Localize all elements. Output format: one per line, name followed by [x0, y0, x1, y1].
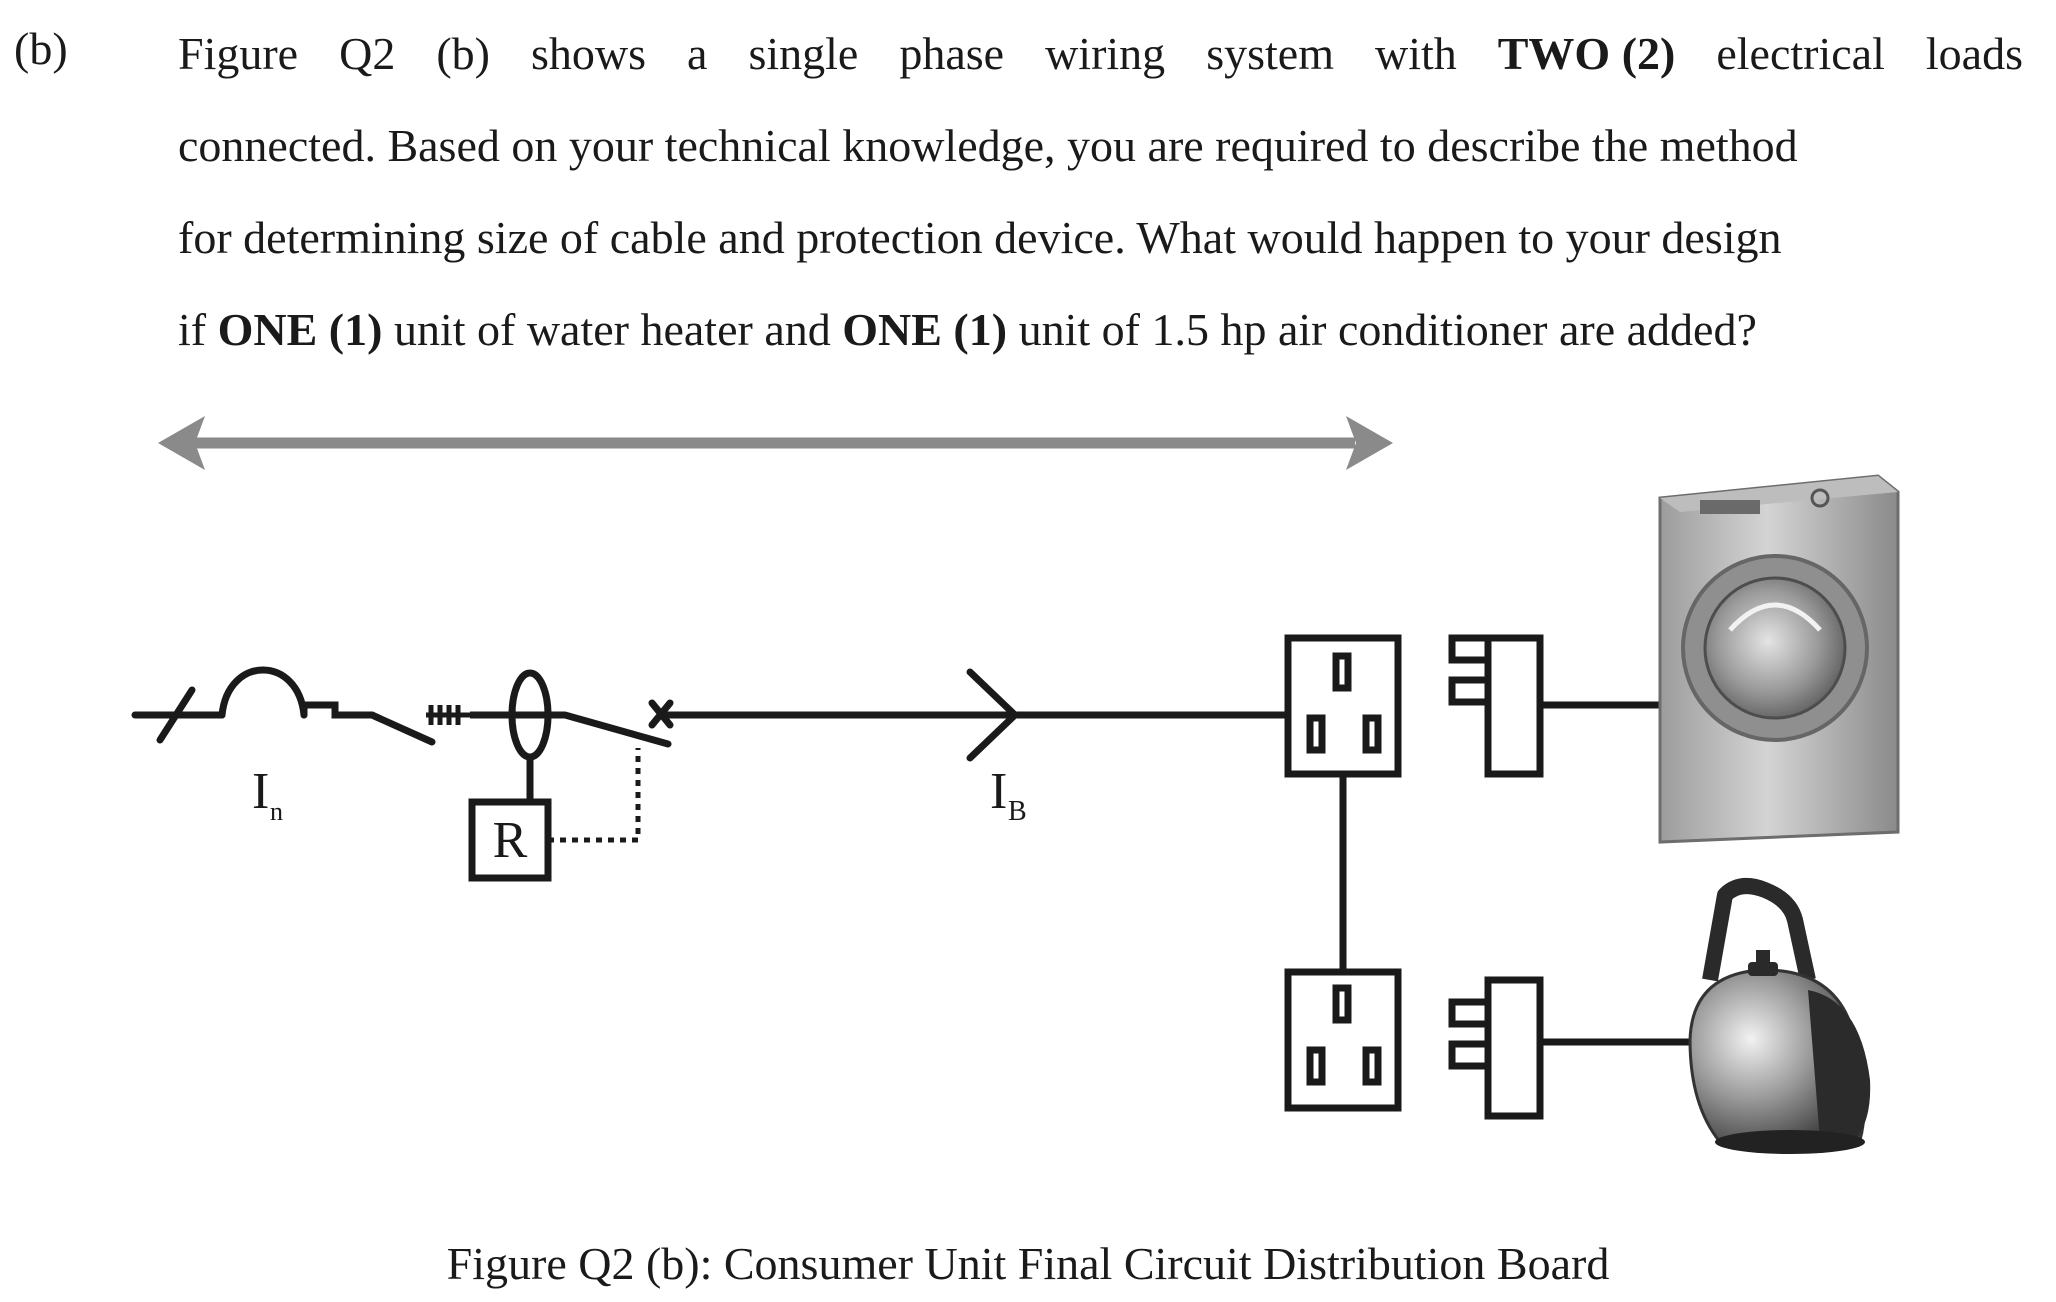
question-line-4: if ONE (1) unit of water heater and ONE … [178, 304, 1757, 355]
washing-machine-icon [1658, 474, 1900, 844]
trip-link [548, 748, 641, 843]
plug-2 [1448, 976, 1690, 1120]
supply-and-fuse [131, 666, 436, 746]
question-line-1: Figure Q2 (b) shows a single phase wirin… [178, 16, 2023, 108]
figure-caption: Figure Q2 (b): Consumer Unit Final Circu… [446, 1238, 1610, 1289]
plug-1 [1448, 634, 1660, 778]
wiring-diagram: R I n I B [131, 416, 1900, 1154]
svg-text:B: B [1008, 796, 1027, 827]
isolator-symbol [426, 705, 470, 725]
rcd-switch [561, 699, 674, 748]
question-line-3: for determining size of cable and protec… [178, 212, 1782, 263]
kettle-icon [1688, 878, 1871, 1154]
svg-text:I: I [252, 763, 269, 820]
current-transformer [470, 669, 565, 802]
label-in: I n [252, 763, 283, 826]
emphasis-one-heater: ONE (1) [217, 304, 383, 355]
question-line-2: connected. Based on your technical knowl… [178, 120, 1798, 171]
socket-outlet-1 [1284, 634, 1402, 778]
question-text: Figure Q2 (b) shows a single phase wirin… [178, 16, 2023, 384]
relay-label: R [493, 812, 528, 869]
svg-text:I: I [990, 763, 1007, 820]
circuit-line [664, 668, 1290, 762]
svg-text:n: n [270, 797, 283, 826]
emphasis-one-aircon: ONE (1) [842, 304, 1008, 355]
span-arrow [158, 416, 1393, 470]
label-ib: I B [990, 763, 1027, 827]
socket-outlet-2 [1284, 968, 1402, 1112]
emphasis-two: TWO (2) [1497, 28, 1676, 79]
question-label: (b) [14, 23, 68, 74]
